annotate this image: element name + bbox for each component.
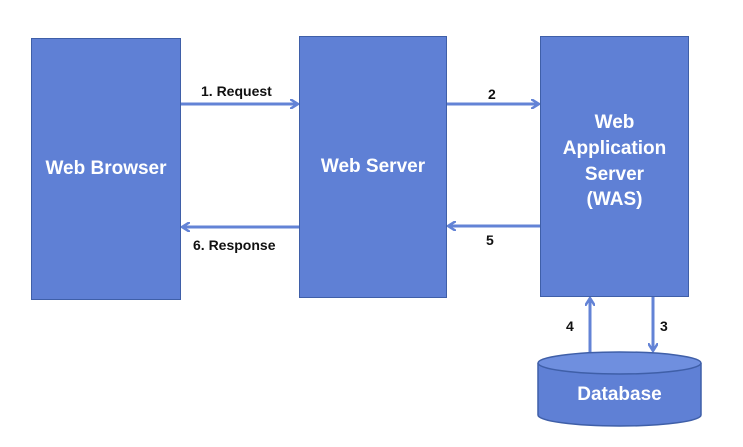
step-3-label: 3 [660, 318, 668, 334]
was-label-line-3: Server [584, 163, 645, 185]
web-browser-label: Web Browser [45, 158, 167, 180]
web-server-label: Web Server [320, 156, 426, 178]
database-cylinder [537, 351, 702, 427]
web-browser-box: Web Browser [31, 38, 181, 300]
step-5-label: 5 [486, 232, 494, 248]
was-label-line-1: Web [594, 112, 635, 134]
was-label: Web Application Server (WAS) [563, 110, 666, 213]
request-label: 1. Request [201, 83, 272, 99]
was-label-line-4: (WAS) [586, 189, 643, 211]
response-label: 6. Response [193, 237, 276, 253]
database-label: Database [577, 384, 662, 405]
step-4-label: 4 [566, 318, 574, 334]
step-2-label: 2 [488, 86, 496, 102]
was-label-line-2: Application [562, 137, 667, 159]
web-server-box: Web Server [299, 36, 447, 298]
was-box: Web Application Server (WAS) [540, 36, 689, 297]
